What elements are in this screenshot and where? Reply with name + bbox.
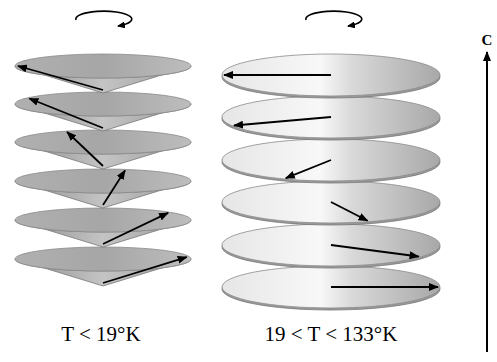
spin-arrow [286,160,331,178]
c-axis-arrow [486,52,488,352]
spin-arrow [29,99,103,129]
axis-label: C [482,32,493,49]
spin-arrow [67,132,103,166]
spin-arrow [18,66,103,90]
spin-arrow [331,202,368,221]
spin-disc [222,96,440,138]
temperature-label: 19 < T < 133°K [265,323,398,346]
cone-top [15,54,191,78]
cone-top [15,208,191,232]
cone-top [15,169,191,193]
rotation-arrow [76,11,132,26]
spin-disc [222,139,440,181]
spin-disc [222,54,440,96]
spin-arrow [103,213,168,244]
spin-disc [222,224,440,266]
temperature-label: T < 19°K [61,323,140,346]
spin-disc [222,266,440,308]
spin-disc [222,181,440,223]
spin-arrow [103,170,125,205]
spin-arrow [331,245,419,257]
cone-top [15,247,191,271]
cone-top [15,130,191,154]
spin-arrow [224,74,331,76]
rotation-arrow [306,11,362,26]
spin-arrow [331,286,438,288]
spin-arrow [234,117,331,126]
spin-arrow [103,257,187,283]
